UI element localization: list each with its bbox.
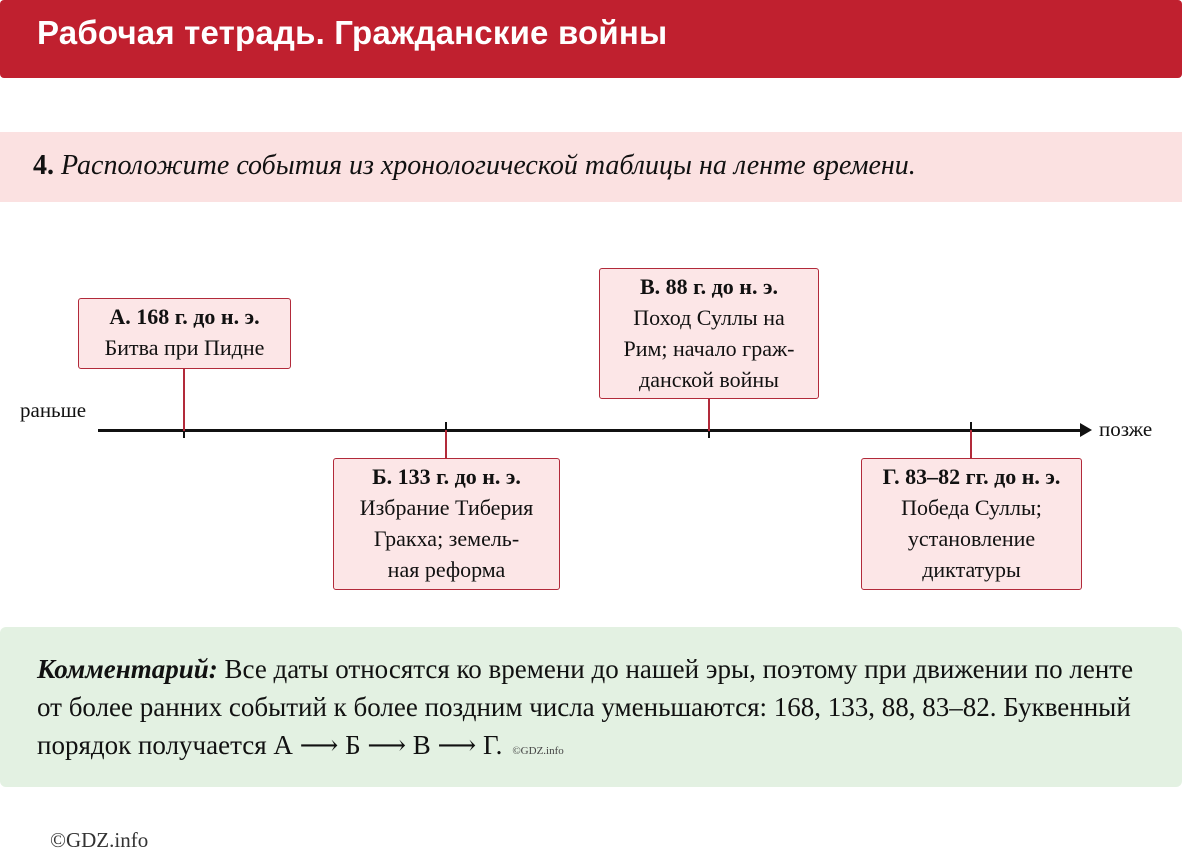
event-desc-line: Рим; начало граж- [623,336,795,361]
event-desc-line: Битва при Пидне [104,335,265,360]
footer-credit: ©GDZ.info [50,828,149,852]
comment-text: Комментарий: Все даты относятся ко време… [37,650,1162,770]
header-bar: Рабочая тетрадь. Гражданские войны [0,0,1182,78]
task-band [0,132,1182,202]
event-connector [183,369,185,431]
event-date: Б. 133 г. до н. э. [372,464,521,489]
event-date: Г. 83–82 гг. до н. э. [882,464,1061,489]
comment-label: Комментарий: [37,654,218,684]
label-later: позже [1099,417,1153,441]
event-desc-line: данской войны [639,367,779,392]
event-box-b: Б. 133 г. до н. э. Избрание Тиберия Грак… [333,458,560,590]
event-desc-line: Гракха; земель- [373,526,520,551]
event-desc-line: установление [907,526,1036,551]
event-box-d: Г. 83–82 гг. до н. э. Победа Суллы; уста… [861,458,1082,590]
event-connector [445,430,447,459]
page-title: Рабочая тетрадь. Гражданские войны [37,14,668,51]
comment-body: Все даты относятся ко времени до нашей э… [37,654,1134,760]
event-desc-line: Победа Суллы; [901,495,1042,520]
task-text: 4. Расположите события из хронологическо… [33,150,916,182]
inline-watermark: ©GDZ.info [512,745,564,757]
event-connector [708,398,710,431]
event-desc-line: Избрание Тиберия [359,495,534,520]
event-box-a: А. 168 г. до н. э. Битва при Пидне [78,298,291,369]
timeline-axis [98,429,1082,432]
event-date: В. 88 г. до н. э. [640,274,778,299]
event-connector [970,430,972,459]
event-desc-line: Поход Суллы на [633,305,785,330]
label-earlier: раньше [20,398,87,422]
comment-band [0,627,1182,787]
event-desc-line: ная реформа [387,557,506,582]
event-desc-line: диктатуры [922,557,1021,582]
event-date: А. 168 г. до н. э. [109,304,260,329]
arrow-right-icon [1080,423,1092,437]
task-number: 4. [33,150,54,181]
task-question: Расположите события из хронологической т… [61,150,916,181]
event-box-c: В. 88 г. до н. э. Поход Суллы на Рим; на… [599,268,819,399]
